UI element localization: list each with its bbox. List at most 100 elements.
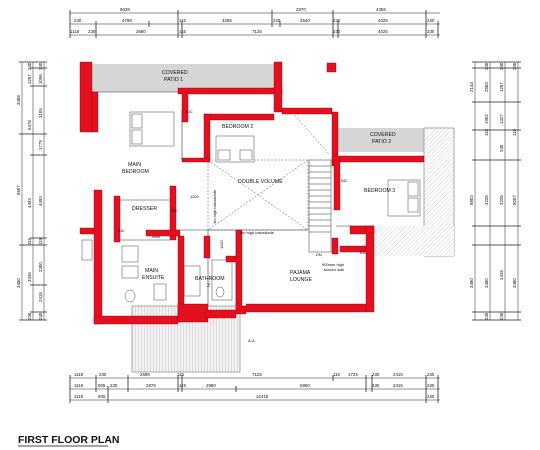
dim-top-r2-9: 230	[427, 18, 435, 23]
bic-label-1: BIC	[186, 109, 193, 114]
dim-bot-r2-8: 230	[372, 383, 380, 388]
main-ensuite-label-line1: MAIN	[145, 268, 158, 274]
balustrade-label-2: 1m high balustrade	[240, 230, 275, 235]
height-1100-label-b: 1100	[219, 240, 224, 249]
dim-left-3: 3450	[16, 278, 21, 288]
dim-bot-r2-3: 230	[110, 383, 118, 388]
dim-top-r2-7: 230	[333, 18, 341, 23]
dim-top-r3-6: 230	[333, 29, 341, 34]
covered-patio-1-label-line2: PATIO 1	[164, 77, 183, 83]
dim-left-m6: 3335	[27, 272, 32, 282]
dim-bot-r1-4: 115	[177, 372, 185, 377]
top-dimensions	[69, 10, 440, 38]
dim-top-r2-1: 230	[74, 18, 82, 23]
bic-label-3: BIC	[118, 228, 125, 233]
dim-bot-r2-9: 2415	[393, 383, 403, 388]
dim-bot-r1-9: 2415	[393, 372, 403, 377]
dim-top-r3-8: 230	[427, 29, 435, 34]
dim-top-r2-4: 4255	[222, 18, 232, 23]
dim-bot-r2-6: 2990	[206, 383, 216, 388]
main-bedroom-label-line2: BEDROOM	[122, 169, 149, 175]
dim-left-i1: 230	[38, 62, 43, 70]
dim-bot-r3-1: 1118	[74, 394, 84, 399]
dim-bot-r1-7: 1725	[348, 372, 358, 377]
dim-right-o2: 8802	[469, 195, 474, 205]
dim-right-i3: 1327	[499, 114, 504, 124]
dim-right-e3: 3480	[512, 278, 517, 288]
dim-right-i6: 2415	[499, 270, 504, 280]
double-volume-void	[207, 109, 331, 231]
dim-right-e2: 115	[512, 128, 517, 136]
bathroom-2-label-line1: BATHROOM	[195, 276, 225, 282]
bedroom-3-label: BEDROOM 3	[364, 188, 395, 194]
covered-patio-1-area	[92, 64, 274, 92]
dim-right-m5: 3220	[484, 195, 489, 205]
covered-patio-2-area	[336, 128, 424, 152]
dim-top-r2-6: 2640	[300, 18, 310, 23]
dim-bot-r3-2: 805	[98, 394, 106, 399]
dim-right-m6: 3480	[484, 278, 489, 288]
room-labels: COVERED PATIO 1 COVERED PATIO 2 BEDROOM …	[122, 70, 396, 289]
dim-left-1: 3388	[16, 95, 21, 105]
dim-top-r3-1: 1118	[70, 29, 80, 34]
left-dimensions	[19, 61, 47, 321]
dim-left-m7: 230	[27, 312, 32, 320]
dim-right-o3: 3480	[469, 278, 474, 288]
dim-right-m1: 230	[484, 62, 489, 70]
dim-left-i5: 4493	[38, 196, 43, 206]
dim-bot-r1-6: 115	[333, 372, 341, 377]
covered-patio-1-label-line1: COVERED	[162, 70, 188, 76]
bottom-dimensions	[69, 375, 440, 403]
dim-left-m1: 230	[27, 62, 32, 70]
dim-top-r3-4: 115	[179, 29, 187, 34]
dim-right-m4: 115	[484, 128, 489, 136]
right-dimensions	[472, 61, 521, 321]
dim-left-i6: 115	[38, 237, 43, 245]
dim-left-m5: 115	[27, 237, 32, 245]
right-dimension-labels: 2143 8802 3480 230 2583 1902 115 3220 34…	[469, 62, 517, 320]
main-ensuite-label-line2: ENSUITE	[142, 275, 165, 281]
bic-label-5: BIC	[360, 250, 367, 255]
dim-bot-r3-4: 230	[427, 394, 435, 399]
dim-top-3: 4355	[376, 7, 386, 12]
dim-bot-r1-1: 1118	[74, 372, 84, 377]
dim-left-i4: 1779	[38, 140, 43, 150]
dim-top-r2-8: 4025	[378, 18, 388, 23]
dim-bot-r2-4: 2875	[146, 383, 156, 388]
stair-direction-label: DN	[316, 252, 322, 257]
lower-right-terrace	[374, 226, 454, 256]
dresser-label: DRESSER	[132, 206, 157, 212]
dim-left-i8: 2415	[38, 292, 43, 302]
dim-left-i9: 230	[38, 312, 43, 320]
lintel-label: lintel	[152, 234, 160, 239]
pajama-lounge-label-line1: PAJAMA	[290, 270, 311, 276]
double-volume-label: DOUBLE VOLUME	[238, 179, 283, 185]
furniture	[81, 99, 421, 303]
bic-label-2: BIC	[171, 208, 178, 213]
covered-patio-2-label-line1: COVERED	[370, 132, 396, 138]
annotations: BIC BIC BIC BIC BIC lintel DN 1m high ba…	[118, 109, 367, 343]
dim-top-r3-2: 230	[88, 29, 96, 34]
screen-wall-label-line2: screen wall	[324, 267, 344, 272]
top-dimension-labels: 9638 2870 4355 230 4798 115 4255 230 264…	[70, 7, 435, 34]
page-title: FIRST FLOOR PLAN	[18, 434, 120, 446]
dim-right-i1: 230	[499, 62, 504, 70]
dim-top-2: 2870	[296, 7, 306, 12]
dim-bot-r3-3: 12415	[256, 394, 269, 399]
dim-bot-r1-2: 230	[99, 372, 107, 377]
dim-right-m3: 1902	[484, 114, 489, 124]
balustrade-label-1: 1m high balustrade	[212, 189, 217, 224]
dim-right-i4: 230	[499, 144, 504, 152]
dim-top-r2-3: 115	[179, 18, 187, 23]
bedroom-2-label: BEDROOM 2	[222, 124, 253, 130]
dim-bot-r2-5: 115	[179, 383, 187, 388]
dim-bot-r1-10: 230	[427, 372, 435, 377]
dim-bot-r2-2: 805	[98, 383, 106, 388]
dim-top-1: 9638	[120, 7, 130, 12]
height-1100-label-a: 1100	[190, 194, 199, 199]
dim-left-m2: 1257	[27, 74, 32, 84]
dim-top-r3-7: 4025	[378, 29, 388, 34]
bottom-dimension-labels: 1118 230 2680 115 7125 115 1725 230 2415…	[74, 372, 435, 399]
dim-right-o1: 2143	[469, 82, 474, 92]
